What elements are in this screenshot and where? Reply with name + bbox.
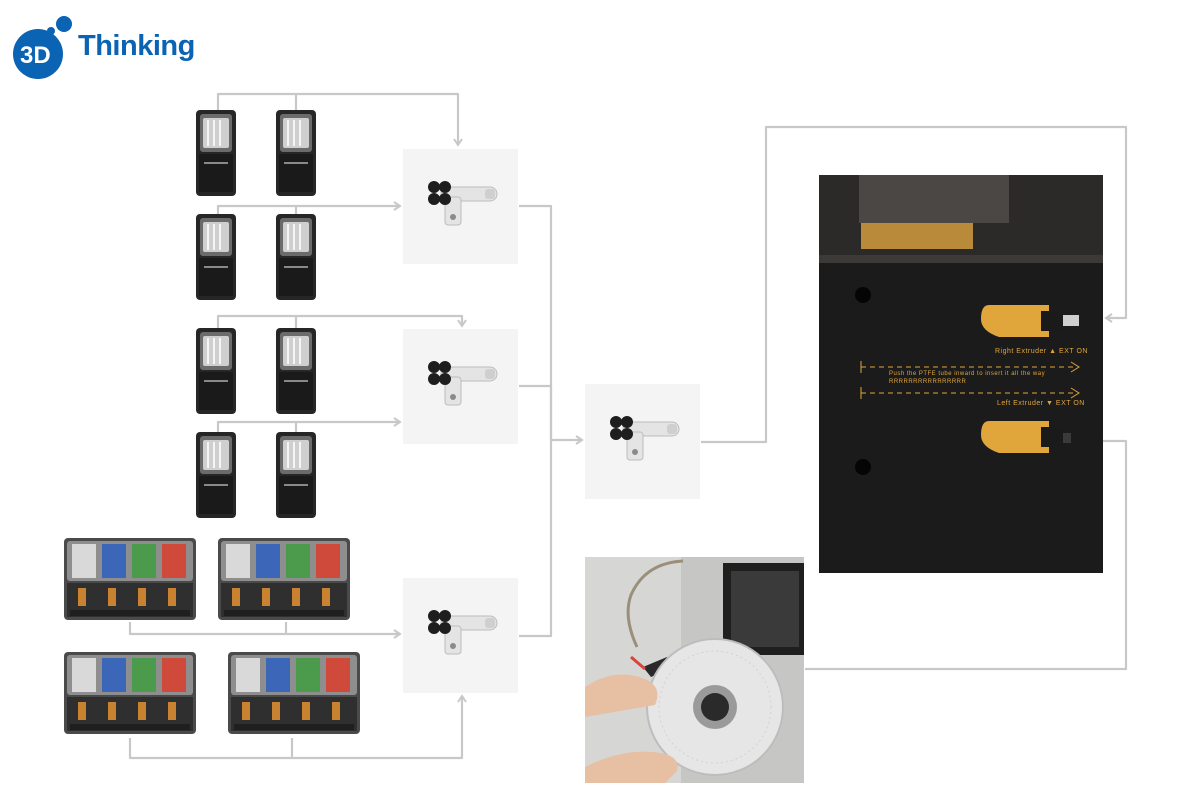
dryer-icon (276, 110, 316, 196)
brand-logo: 3D Thinking (0, 0, 210, 80)
ams-icon (218, 538, 350, 620)
ams-unit (64, 538, 196, 620)
logo-mark-icon: 3D (13, 16, 72, 79)
dryer-icon (276, 328, 316, 414)
filament-hub-icon (428, 610, 498, 655)
central-filament-hub (585, 384, 700, 499)
panel-lower-label: Left Extruder ▼ EXT ON (997, 400, 1085, 407)
printer-back-panel: Right Extruder ▲ EXT ON Push the PTFE tu… (819, 175, 1103, 573)
dryer-icon (196, 432, 236, 518)
panel-upper-label: Right Extruder ▲ EXT ON (995, 348, 1088, 355)
dryer-icon (196, 110, 236, 196)
filament-hub (403, 149, 518, 264)
ams-icon (64, 652, 196, 734)
filament-hub (403, 578, 518, 693)
extruder-port-icon (981, 421, 1071, 453)
panel-illustration (819, 175, 1103, 475)
filament-hub-icon (428, 181, 498, 226)
dryer-unit (195, 328, 237, 414)
dryer-unit (195, 432, 237, 518)
dryer-unit (195, 214, 237, 300)
logo-wordmark: Thinking (78, 30, 195, 62)
dryer-icon (276, 214, 316, 300)
dryer-unit (275, 432, 317, 518)
filament-hub-icon (610, 416, 680, 461)
spool-illustration (585, 557, 804, 783)
logo-prefix: 3D (20, 42, 51, 69)
ams-icon (64, 538, 196, 620)
ams-unit (218, 538, 350, 620)
dryer-icon (276, 432, 316, 518)
dryer-icon (196, 328, 236, 414)
dryer-unit (195, 110, 237, 196)
ams-unit (64, 652, 196, 734)
ams-unit (228, 652, 360, 734)
external-spool-photo (585, 557, 804, 783)
panel-instruction-line-2: RRRRRRRRRRRRRRRR (889, 379, 967, 385)
extruder-port-icon (981, 305, 1079, 337)
panel-instruction-line-1: Push the PTFE tube inward to insert it a… (889, 371, 1046, 377)
ams-icon (228, 652, 360, 734)
filament-hub-icon (428, 361, 498, 406)
dryer-unit (275, 110, 317, 196)
dryer-unit (275, 328, 317, 414)
dryer-unit (275, 214, 317, 300)
dryer-icon (196, 214, 236, 300)
filament-hub (403, 329, 518, 444)
